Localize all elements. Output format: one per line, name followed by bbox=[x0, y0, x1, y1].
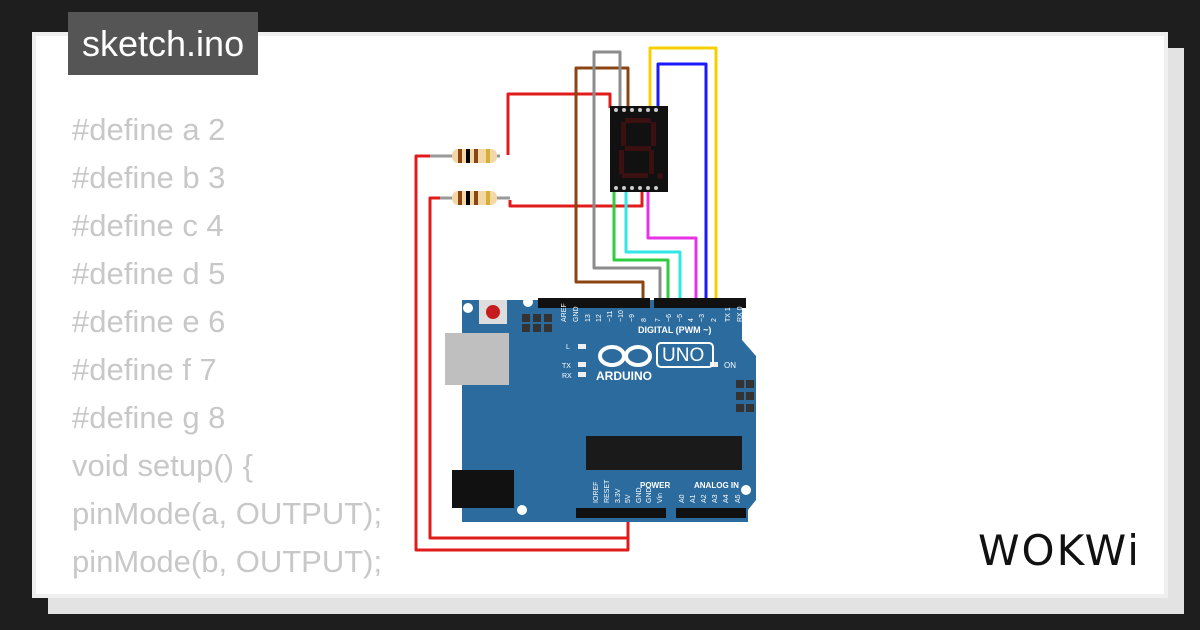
wire-yellow bbox=[648, 46, 718, 302]
code-line: pinMode(b, OUTPUT); bbox=[72, 544, 383, 579]
header-pin-label: RESET bbox=[604, 479, 611, 503]
arduino-infinity-icon bbox=[598, 345, 652, 367]
header-pin-label: 5V bbox=[625, 494, 632, 503]
header-pin-label: ~11 bbox=[607, 311, 614, 322]
header-pin-label: 4 bbox=[688, 318, 695, 322]
board-brand: ARDUINO bbox=[596, 369, 652, 383]
code-editor: #define a 2 #define b 3 #define c 4 #def… bbox=[72, 106, 383, 594]
header-pin-label: A1 bbox=[690, 494, 697, 503]
power-jack bbox=[452, 470, 514, 508]
code-line: #define e 6 bbox=[72, 304, 226, 339]
wire-magenta bbox=[646, 188, 698, 302]
header-pin-label: 13 bbox=[585, 314, 592, 322]
wire-red-left-2 bbox=[428, 196, 628, 540]
header-pin-label: TX 1 bbox=[725, 307, 732, 322]
header-pin-label: 7 bbox=[655, 318, 662, 322]
wire-red-top bbox=[506, 92, 612, 155]
header-pin-label: ~6 bbox=[666, 314, 673, 322]
resistor-1 bbox=[430, 149, 500, 163]
code-line: pinMode(c, OUTPUT); bbox=[72, 586, 382, 594]
code-line: #define b 3 bbox=[72, 160, 226, 195]
header-pin-label: 8 bbox=[641, 318, 648, 322]
header-pin-label: A4 bbox=[723, 494, 730, 503]
wire-cyan bbox=[624, 188, 682, 302]
header-pin-label: ~10 bbox=[618, 310, 625, 322]
header-pin-label: ~3 bbox=[699, 314, 706, 322]
on-label: ON bbox=[724, 361, 736, 370]
header-pin-label: ~5 bbox=[677, 314, 684, 322]
header-pin-label: GND bbox=[573, 306, 580, 322]
analog-label: ANALOG IN bbox=[694, 481, 739, 490]
code-line: #define d 5 bbox=[72, 256, 226, 291]
tx-label: TX bbox=[562, 363, 571, 370]
code-line: void setup() { bbox=[72, 448, 253, 483]
code-line: #define a 2 bbox=[72, 112, 226, 147]
header-pin-label: Vin bbox=[657, 493, 664, 503]
header-pin-label: A0 bbox=[679, 494, 686, 503]
l-label: L bbox=[566, 344, 570, 351]
header-pin-label: AREF bbox=[561, 303, 568, 322]
wire-brown bbox=[574, 66, 645, 302]
header-pin-label: RX 0 bbox=[737, 306, 744, 322]
file-tab[interactable]: sketch.ino bbox=[68, 12, 259, 75]
code-line: #define g 8 bbox=[72, 400, 226, 435]
code-line: #define c 4 bbox=[72, 208, 224, 243]
wire-blue bbox=[656, 62, 708, 302]
header-pin-label: A3 bbox=[712, 494, 719, 503]
header-pin-label: A5 bbox=[735, 494, 742, 503]
header-pin-label: 2 bbox=[711, 318, 718, 322]
wokwi-logo: WOKWi bbox=[978, 526, 1141, 575]
header-pin-label: IOREF bbox=[593, 482, 600, 503]
wire-green bbox=[612, 188, 670, 302]
header-pin-label: 3.3V bbox=[615, 488, 622, 503]
wire-gray bbox=[592, 50, 662, 302]
rx-label: RX bbox=[562, 373, 572, 380]
microcontroller-chip bbox=[586, 436, 742, 470]
code-line: pinMode(a, OUTPUT); bbox=[72, 496, 383, 531]
power-label: POWER bbox=[640, 481, 670, 490]
resistor-2 bbox=[440, 191, 510, 205]
header-pin-label: ~9 bbox=[629, 314, 636, 322]
arduino-uno-board bbox=[445, 297, 756, 522]
header-pin-label: A2 bbox=[701, 494, 708, 503]
usb-port bbox=[445, 333, 509, 385]
header-pin-label: GND bbox=[636, 487, 643, 503]
board-model: UNO bbox=[662, 345, 704, 366]
header-pin-label: GND bbox=[646, 487, 653, 503]
code-line: #define f 7 bbox=[72, 352, 217, 387]
seven-segment-display bbox=[610, 106, 668, 192]
header-pin-label: 12 bbox=[596, 314, 603, 322]
digital-label: DIGITAL (PWM ~) bbox=[638, 325, 711, 335]
